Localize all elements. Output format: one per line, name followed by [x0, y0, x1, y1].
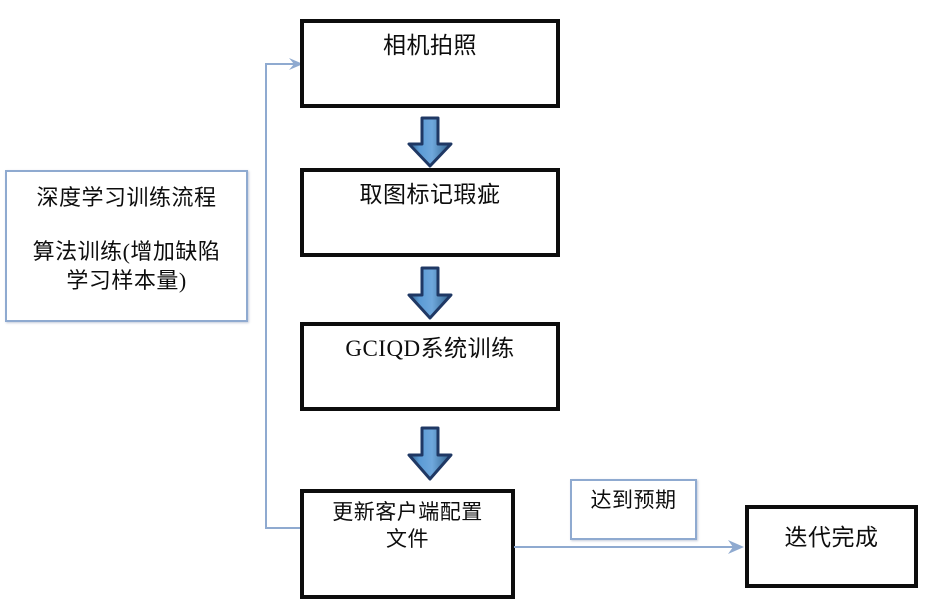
node-gciqd-training-label: GCIQD系统训练: [345, 336, 515, 361]
feedback-arrowhead-icon: [289, 58, 303, 70]
feedback-line-top: [265, 63, 297, 65]
block-arrow-down-2-icon: [407, 266, 453, 320]
block-arrow-down-1-icon: [407, 116, 453, 168]
node-camera-capture-label: 相机拍照: [383, 33, 477, 58]
node-iteration-done[interactable]: 迭代完成: [745, 505, 918, 588]
info-panel-line-1: 深度学习训练流程: [36, 185, 217, 210]
node-update-config[interactable]: 更新客户端配置 文件: [300, 489, 515, 599]
feedback-line-bottom: [265, 527, 305, 529]
connector-arrowhead-icon: [728, 540, 744, 554]
node-update-config-label: 更新客户端配置 文件: [332, 500, 483, 551]
block-arrow-down-3-icon: [407, 426, 453, 481]
node-expectation-met-label: 达到预期: [590, 488, 677, 512]
node-expectation-met[interactable]: 达到预期: [570, 479, 697, 540]
node-camera-capture[interactable]: 相机拍照: [300, 19, 560, 108]
node-mark-defects[interactable]: 取图标记瑕疵: [300, 168, 560, 257]
node-gciqd-training[interactable]: GCIQD系统训练: [300, 322, 560, 411]
connector-to-iteration-done: [514, 546, 739, 548]
info-panel: 深度学习训练流程 算法训练(增加缺陷 学习样本量): [5, 170, 248, 322]
feedback-line-riser: [265, 64, 267, 529]
info-panel-line-2: 算法训练(增加缺陷 学习样本量): [32, 239, 221, 293]
node-iteration-done-label: 迭代完成: [784, 525, 879, 550]
node-mark-defects-label: 取图标记瑕疵: [359, 182, 501, 207]
